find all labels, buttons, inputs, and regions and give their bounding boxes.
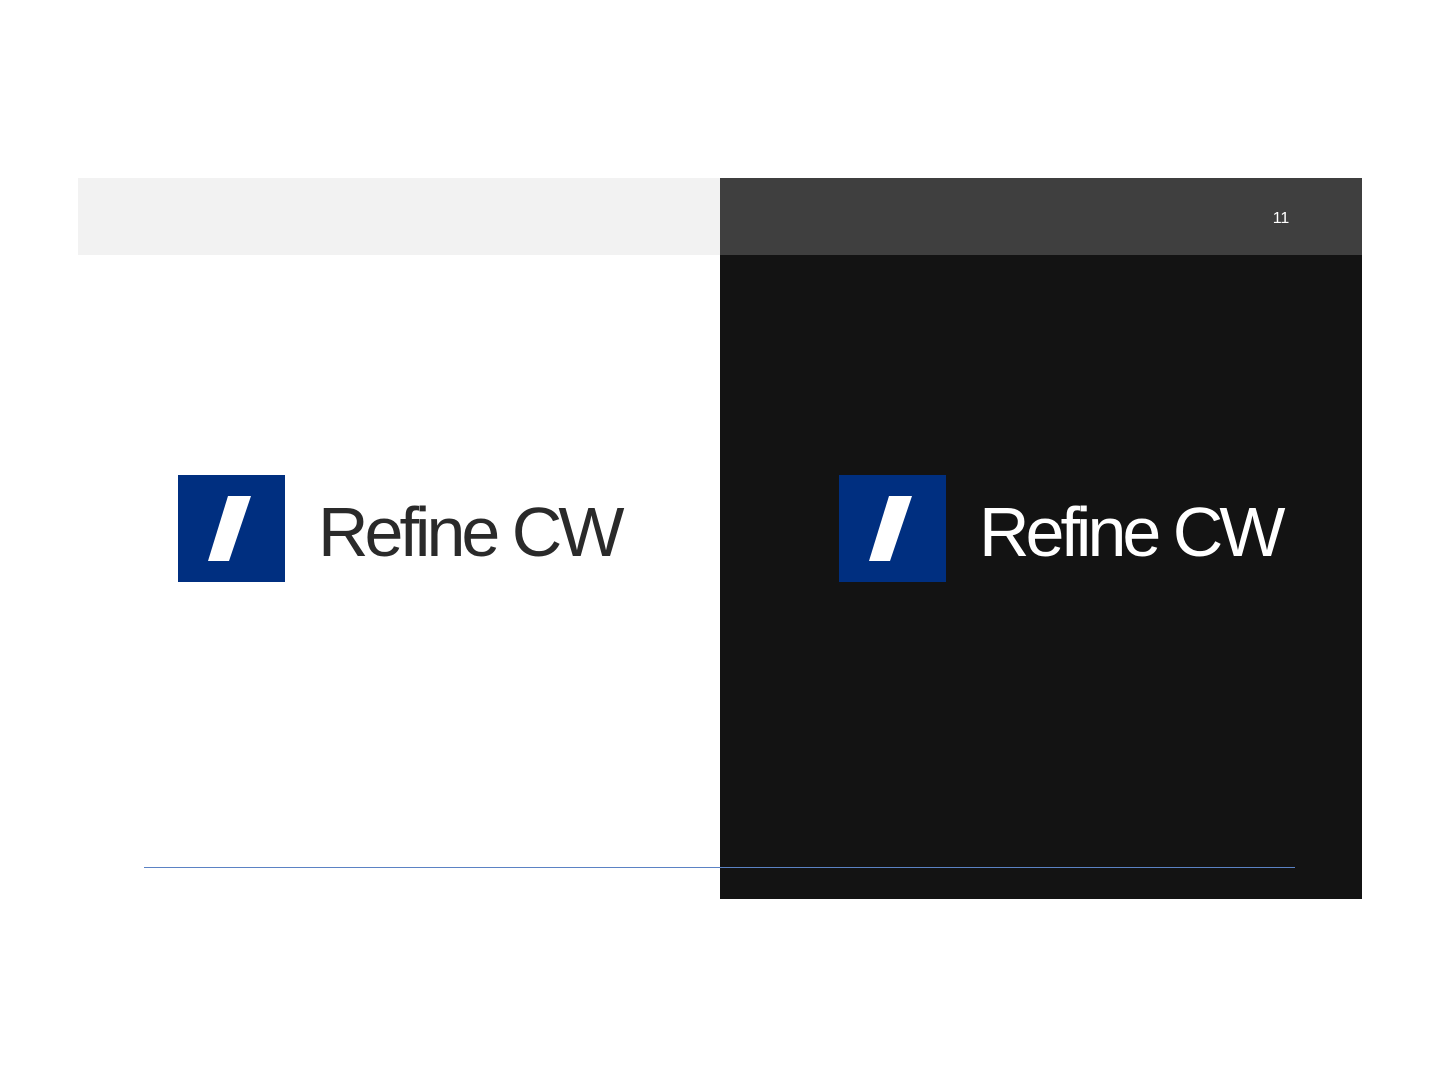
logo-mark-light (178, 475, 285, 582)
divider-line (144, 867, 1295, 868)
slash-mark-icon (208, 496, 251, 561)
header-band-dark (720, 178, 1362, 255)
header-band-light (78, 178, 720, 255)
page-number: 11 (1272, 210, 1290, 227)
logo-wordmark-dark: Refine CW (979, 493, 1285, 571)
logo-wordmark-light: Refine CW (318, 493, 624, 571)
slash-mark-icon (869, 496, 912, 561)
dark-panel (720, 255, 1362, 899)
logo-mark-dark (839, 475, 946, 582)
